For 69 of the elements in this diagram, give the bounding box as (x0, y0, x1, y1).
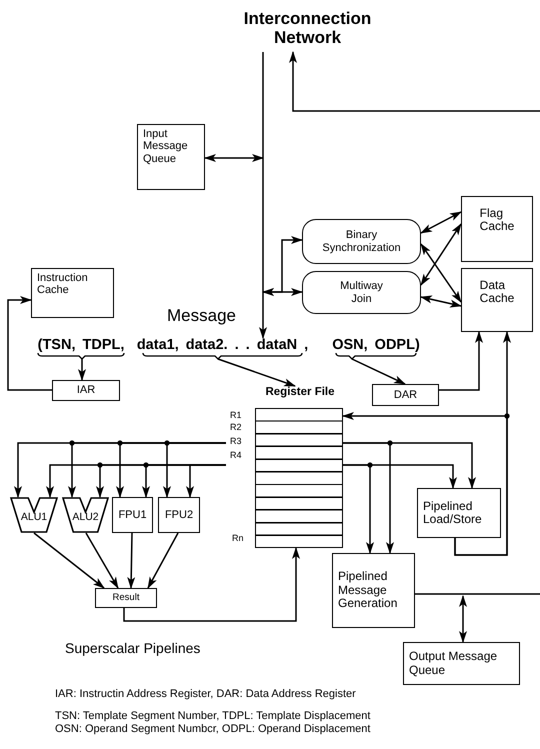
process-box (302, 219, 421, 264)
cache-box (461, 268, 533, 332)
row-label: R4 (230, 450, 242, 460)
connector-arrow (123, 547, 300, 622)
box-label: Binary Synchronization (322, 229, 401, 254)
connector-arrow (259, 52, 267, 339)
message-field-text: (TSN, TDPL, (36, 338, 126, 352)
box-label: Data Cache (480, 279, 514, 308)
queue-box (137, 124, 205, 190)
connector-arrow (439, 331, 483, 391)
connector-arrow (420, 211, 462, 234)
box-label: FPU1 (118, 508, 147, 522)
connector-arrow (420, 243, 462, 303)
connector-arrow (34, 532, 105, 589)
box-label: Multiway Join (340, 280, 383, 305)
connector-arrow (352, 358, 406, 385)
row-label: R3 (230, 436, 242, 446)
box-label: Input Message Queue (143, 128, 188, 165)
connector-arrow (85, 532, 119, 589)
table-heading: Register File (264, 386, 336, 399)
fpu-box (158, 497, 200, 533)
connector-arrow (204, 154, 264, 162)
process-box (302, 271, 421, 314)
connector-arrow (459, 595, 467, 643)
register-box (52, 380, 120, 401)
connector-arrow (343, 442, 394, 554)
cache-box (461, 196, 533, 262)
node-label: Interconnection Network (242, 10, 372, 48)
box-label: DAR (394, 388, 418, 402)
box-label: Flag Cache (480, 207, 514, 236)
fpu-box (112, 497, 153, 533)
result-box (95, 588, 157, 608)
connector-arrow (186, 464, 226, 498)
box-label: IAR (76, 384, 96, 397)
box-label: FPU2 (164, 508, 194, 522)
row-label: R1 (230, 410, 242, 420)
caption-text: Message (167, 306, 236, 326)
message-field-text: data1, data2. . . dataN , (136, 338, 310, 352)
connector-arrow (127, 532, 136, 589)
connector-arrow (163, 442, 226, 498)
note-text: TSN: Template Segment Number, TDPL: Template Displacement (55, 710, 370, 722)
queue-box (403, 642, 520, 685)
connector-arrow (218, 358, 296, 387)
connector-arrow (262, 288, 303, 296)
box-label: Result (112, 592, 140, 604)
box-label: Pipelined Load/Store (423, 500, 483, 526)
caption-text: Superscalar Pipelines (65, 640, 200, 656)
connector-arrow (343, 464, 374, 554)
cache-box (31, 268, 114, 318)
message-field-text: OSN, ODPL) (331, 338, 421, 352)
process-box (417, 488, 501, 538)
connector-arrow (342, 412, 508, 556)
connector-arrow (147, 532, 179, 589)
connector-arrow (420, 296, 462, 308)
process-box (332, 553, 415, 628)
box-label: ALU1 (20, 512, 48, 524)
row-label: R2 (230, 422, 242, 432)
box-label: Instruction Cache (37, 272, 88, 296)
note-text: OSN: Operand Segment Numbcr, ODPL: Operand Displacement (55, 723, 370, 735)
note-text: IAR: Instructin Address Register, DAR: Data Address Register (55, 688, 356, 700)
box-label: Pipelined Message Generation (338, 570, 398, 611)
connector-arrow (289, 51, 540, 112)
connector-arrow (420, 223, 462, 286)
box-label: Output Message Queue (409, 650, 498, 677)
connector-arrow (78, 359, 86, 381)
box-label: ALU2 (71, 512, 100, 524)
row-label: Rn (232, 533, 244, 543)
connector-arrow (7, 296, 52, 391)
register-box (372, 384, 439, 406)
